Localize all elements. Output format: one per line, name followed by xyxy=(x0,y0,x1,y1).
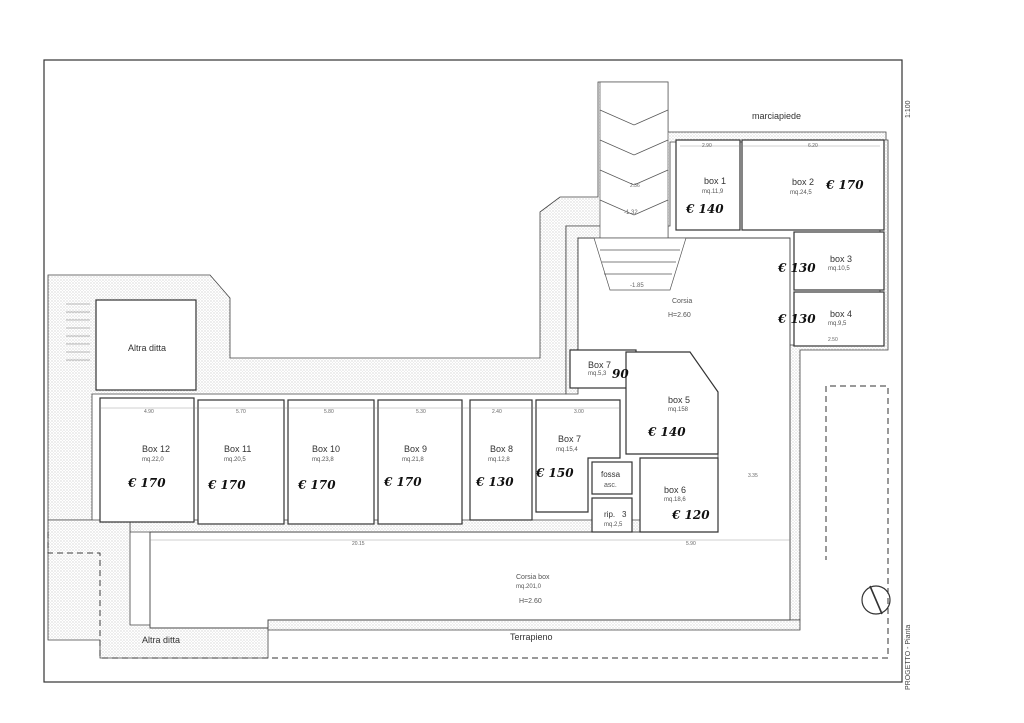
box-7-name: Box 7 xyxy=(558,434,582,444)
box-8-room xyxy=(469,399,533,521)
box-5-price: € 140 xyxy=(648,425,686,439)
dim-box9: 5.30 xyxy=(416,409,426,415)
box-5-room xyxy=(625,351,719,455)
box-8-name: Box 8 xyxy=(490,444,514,454)
corsia-box-name: Corsia box xyxy=(516,574,550,581)
box-8-area: mq.12,8 xyxy=(488,457,510,463)
box-8-price: € 130 xyxy=(476,475,514,489)
fossa-room xyxy=(591,461,633,495)
dim-box4-width: 2.50 xyxy=(828,337,838,343)
rip-label: rip. xyxy=(604,510,616,519)
dim-box7: 3.00 xyxy=(574,409,584,415)
box-12-name: Box 12 xyxy=(142,444,171,454)
box-1-area: mq.11,9 xyxy=(702,189,724,195)
box-11-room xyxy=(197,399,285,525)
box-6-area: mq.18,6 xyxy=(664,497,686,503)
box-11-name: Box 11 xyxy=(224,444,252,454)
box-2-price: € 170 xyxy=(826,178,864,192)
box-3-area: mq.10,5 xyxy=(828,266,850,272)
corsia-box-area: mq.201,0 xyxy=(516,584,542,590)
box-1-name: box 1 xyxy=(704,176,727,186)
box-10-name: Box 10 xyxy=(312,444,341,454)
box-4-area: mq.9,5 xyxy=(828,321,847,327)
box-3-price: € 130 xyxy=(778,261,816,275)
box-9-area: mq.21,8 xyxy=(402,457,424,463)
property-line xyxy=(47,385,889,659)
box-7-small-name: Box 7 xyxy=(588,360,612,370)
rip-number: 3 xyxy=(622,510,627,519)
dim-box12: 4.90 xyxy=(144,409,154,415)
box-7-small-room xyxy=(569,349,637,389)
dim-box1-width: 2.90 xyxy=(702,143,712,149)
rip-room xyxy=(591,497,633,533)
fossa-label: fossa xyxy=(601,470,621,479)
box-9-name: Box 9 xyxy=(404,444,428,454)
box-2-area: mq.24,5 xyxy=(790,190,812,196)
dim-box6-width: 5.90 xyxy=(686,541,696,547)
dim-box10: 5.80 xyxy=(324,409,334,415)
box-7-small-area: mq.5,3 xyxy=(588,371,607,377)
box-1-price: € 140 xyxy=(686,202,724,216)
rip-area: mq.2,5 xyxy=(604,522,623,528)
dim-box8: 2.40 xyxy=(492,409,502,415)
box-5-area: mq.158 xyxy=(668,407,689,413)
box-10-room xyxy=(287,399,375,525)
box-7-room xyxy=(535,399,621,513)
stair-hatch xyxy=(66,303,90,361)
corsia-name: Corsia xyxy=(672,298,693,305)
asc-label: asc. xyxy=(604,482,617,489)
ramp xyxy=(593,81,687,291)
box-3-name: box 3 xyxy=(830,254,853,264)
box-5-name: box 5 xyxy=(668,395,691,405)
corsia-box-height: H=2.60 xyxy=(519,598,542,605)
ramp-level-2: -1.85 xyxy=(630,283,644,289)
street-label: marciapiede xyxy=(752,111,802,121)
box-10-price: € 170 xyxy=(298,478,336,492)
corsia-height: H=2.60 xyxy=(668,312,691,319)
box-2-name: box 2 xyxy=(792,177,815,187)
box-4-price: € 130 xyxy=(778,312,816,326)
box-7-price: € 150 xyxy=(536,466,574,480)
dimension-lines xyxy=(100,145,880,541)
altra-ditta-top-label: Altra ditta xyxy=(128,343,167,353)
box-10-area: mq.23,8 xyxy=(312,457,334,463)
box-6-name: box 6 xyxy=(664,485,687,495)
box-6-price: € 120 xyxy=(672,508,710,522)
box-3-room xyxy=(793,231,885,291)
box-12-area: mq.22,0 xyxy=(142,457,164,463)
dim-corsia-length: 20.15 xyxy=(352,541,365,547)
ramp-level-1: -1.32 xyxy=(624,210,638,216)
box-6-room xyxy=(639,457,719,533)
sheet-frame xyxy=(43,59,903,683)
box-12-room xyxy=(99,397,195,523)
box-7-small-price: 90 xyxy=(612,367,629,381)
box-9-room xyxy=(377,399,463,525)
box-12-price: € 170 xyxy=(128,476,166,490)
box-1-room xyxy=(675,139,741,231)
box-rooms xyxy=(95,139,885,533)
box-11-area: mq.20,5 xyxy=(224,457,246,463)
altra-ditta-bottom-label: Altra ditta xyxy=(142,635,181,645)
box-9-price: € 170 xyxy=(384,475,422,489)
box-7-area: mq.15,4 xyxy=(556,447,578,453)
box-2-room xyxy=(741,139,885,231)
dim-corsia-width: 3.35 xyxy=(748,473,758,479)
box-11-price: € 170 xyxy=(208,478,246,492)
north-arrow-icon xyxy=(861,585,891,615)
dim-box2-width: 6.20 xyxy=(808,143,818,149)
altra-ditta-room xyxy=(95,299,197,391)
embankment-label: Terrapieno xyxy=(510,632,553,642)
ramp-upper-level: 2.36 xyxy=(630,183,640,189)
dim-box11: 5.70 xyxy=(236,409,246,415)
scale-label: 1:100 xyxy=(905,100,912,118)
box-4-name: box 4 xyxy=(830,309,853,319)
box-4-room xyxy=(793,291,885,347)
drawing-title: PROGETTO - Pianta xyxy=(905,624,912,690)
